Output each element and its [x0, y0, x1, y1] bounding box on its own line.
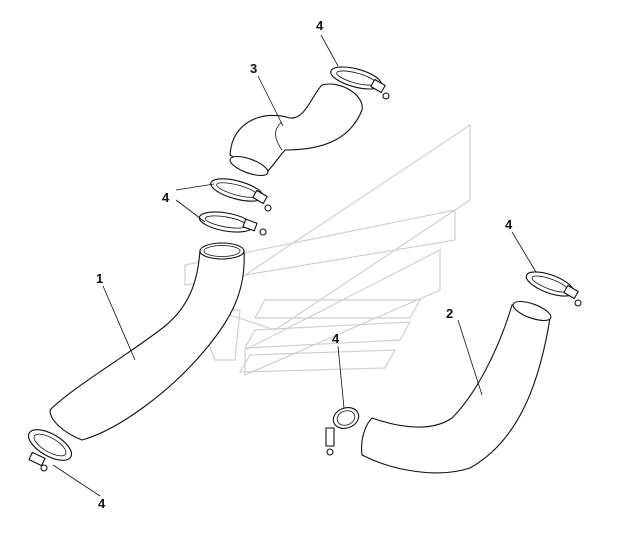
- callout-2: 2: [446, 306, 453, 321]
- callout-3: 3: [250, 61, 257, 76]
- clamp-middle-upper: [210, 178, 272, 212]
- leader-lines: [52, 34, 537, 497]
- clamp-top-right: [330, 66, 390, 100]
- callout-labels: 4 3 4 4 1 2 4 4: [96, 18, 513, 511]
- callout-4-right-upper: 4: [505, 217, 513, 232]
- hose-part-3: [229, 83, 363, 177]
- clamp-right-lower: [325, 407, 360, 456]
- callout-4-middle: 4: [162, 190, 170, 205]
- callout-4-top-right: 4: [316, 18, 324, 33]
- hose-part-2: [361, 300, 552, 474]
- watermark-logo: [184, 123, 471, 376]
- hose-part-1: [49, 242, 245, 441]
- clamp-left-bottom: [27, 429, 73, 472]
- callout-4-right-lower: 4: [332, 331, 340, 346]
- callout-4-bottom-left: 4: [98, 496, 106, 511]
- clamp-right-upper: [525, 271, 582, 307]
- clamp-middle-lower: [198, 211, 267, 236]
- callout-1: 1: [96, 271, 103, 286]
